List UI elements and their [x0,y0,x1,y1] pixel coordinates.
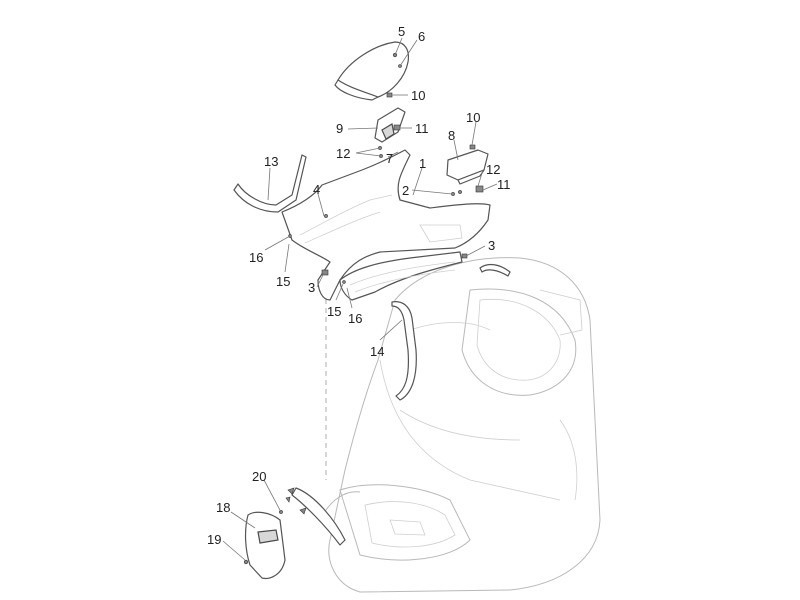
callout-18: 18 [216,500,230,515]
part-lower-cover [243,487,346,580]
callout-11: 11 [497,177,511,192]
part-left-bracket [374,92,406,158]
callout-20: 20 [252,469,266,484]
callout-9: 9 [336,121,343,136]
part-top-cover [334,41,410,101]
callout-labels: 5 6 10 9 11 10 8 12 13 7 1 12 2 11 4 3 1… [207,24,511,547]
callout-10: 10 [411,88,425,103]
leader-lines [222,37,498,561]
callout-14: 14 [370,344,384,359]
part-right-bracket [446,144,489,194]
scooter-body-ghost [319,257,601,593]
callout-1: 1 [419,156,426,171]
callout-13: 13 [264,154,278,169]
callout-7: 7 [386,151,393,166]
part-left-trim-strip [233,154,307,213]
callout-15: 15 [327,304,341,319]
callout-12: 12 [336,146,350,161]
callout-4: 4 [313,182,320,197]
callout-11: 11 [415,121,429,136]
part-floorboard [281,149,491,301]
callout-8: 8 [448,128,455,143]
callout-2: 2 [402,183,409,198]
callout-15: 15 [276,274,290,289]
callout-19: 19 [207,532,221,547]
callout-12: 12 [486,162,500,177]
callout-16: 16 [348,311,362,326]
callout-10: 10 [466,110,480,125]
callout-3: 3 [488,238,495,253]
callout-3: 3 [308,280,315,295]
part-right-trim-strip [391,263,511,401]
callout-5: 5 [398,24,405,39]
callout-16: 16 [249,250,263,265]
callout-6: 6 [418,29,425,44]
